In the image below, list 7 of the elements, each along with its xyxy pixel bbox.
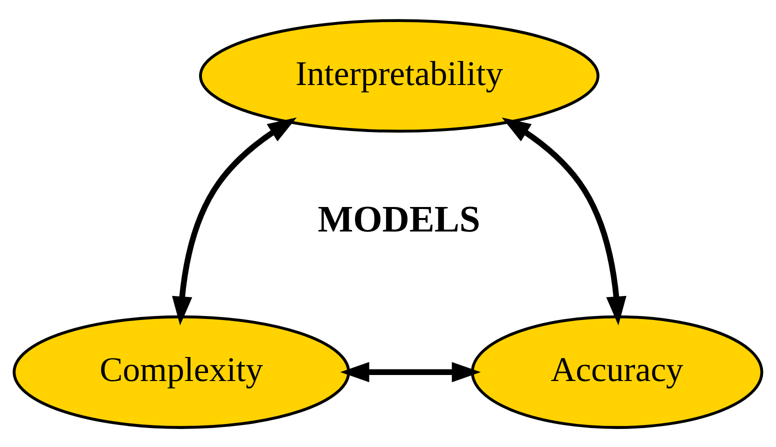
node-ellipse: Accuracy xyxy=(470,314,764,428)
node-ellipse: Interpretability xyxy=(199,18,600,132)
arrow xyxy=(502,116,626,325)
label: MODELS xyxy=(318,199,480,240)
node-ellipse: Complexity xyxy=(12,314,350,428)
arrow xyxy=(340,362,481,382)
arrow xyxy=(172,116,297,325)
